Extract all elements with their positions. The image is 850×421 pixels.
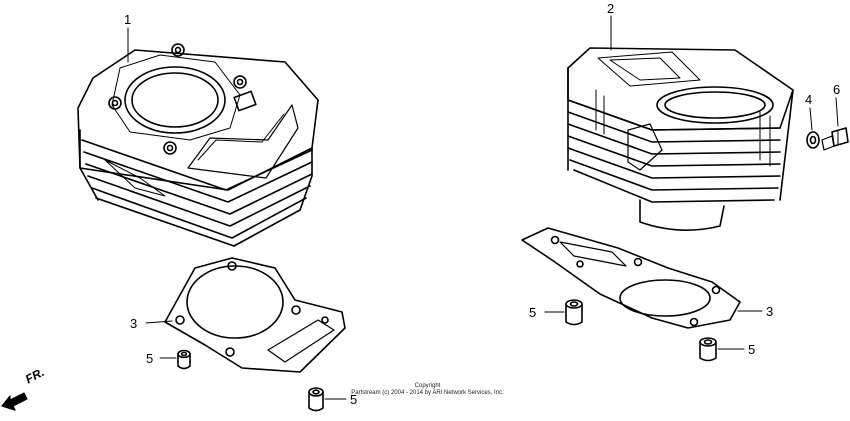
copyright-line-1: Copyright xyxy=(414,383,441,389)
front-direction-arrow xyxy=(1,392,28,411)
callout-4: 4 xyxy=(805,92,813,107)
copyright-line-2: Partstream (c) 2004 - 2014 by ARI Networ… xyxy=(351,390,504,396)
dowel-pin-4 xyxy=(699,337,717,362)
bolt xyxy=(821,127,849,151)
callout-3-left: 3 xyxy=(130,316,138,331)
cylinder-left xyxy=(77,43,319,247)
cylinder-right xyxy=(567,47,794,231)
dowel-pin-1 xyxy=(177,349,191,370)
gasket-left xyxy=(164,257,346,373)
callout-5-c: 5 xyxy=(529,305,537,320)
sealing-washer xyxy=(806,131,820,149)
callout-6: 6 xyxy=(833,82,841,97)
callout-2: 2 xyxy=(607,1,615,16)
dowel-pin-3 xyxy=(565,299,583,326)
callout-3-right: 3 xyxy=(766,304,774,319)
leader-lines xyxy=(127,15,839,400)
copyright-notice: Copyright Partstream (c) 2004 - 2014 by … xyxy=(340,383,515,397)
callout-5-a: 5 xyxy=(146,351,154,366)
dowel-pin-2 xyxy=(308,387,324,412)
gasket-right xyxy=(521,227,741,329)
callout-5-b: 5 xyxy=(350,392,358,407)
callout-5-d: 5 xyxy=(748,342,756,357)
callout-1: 1 xyxy=(124,12,132,27)
